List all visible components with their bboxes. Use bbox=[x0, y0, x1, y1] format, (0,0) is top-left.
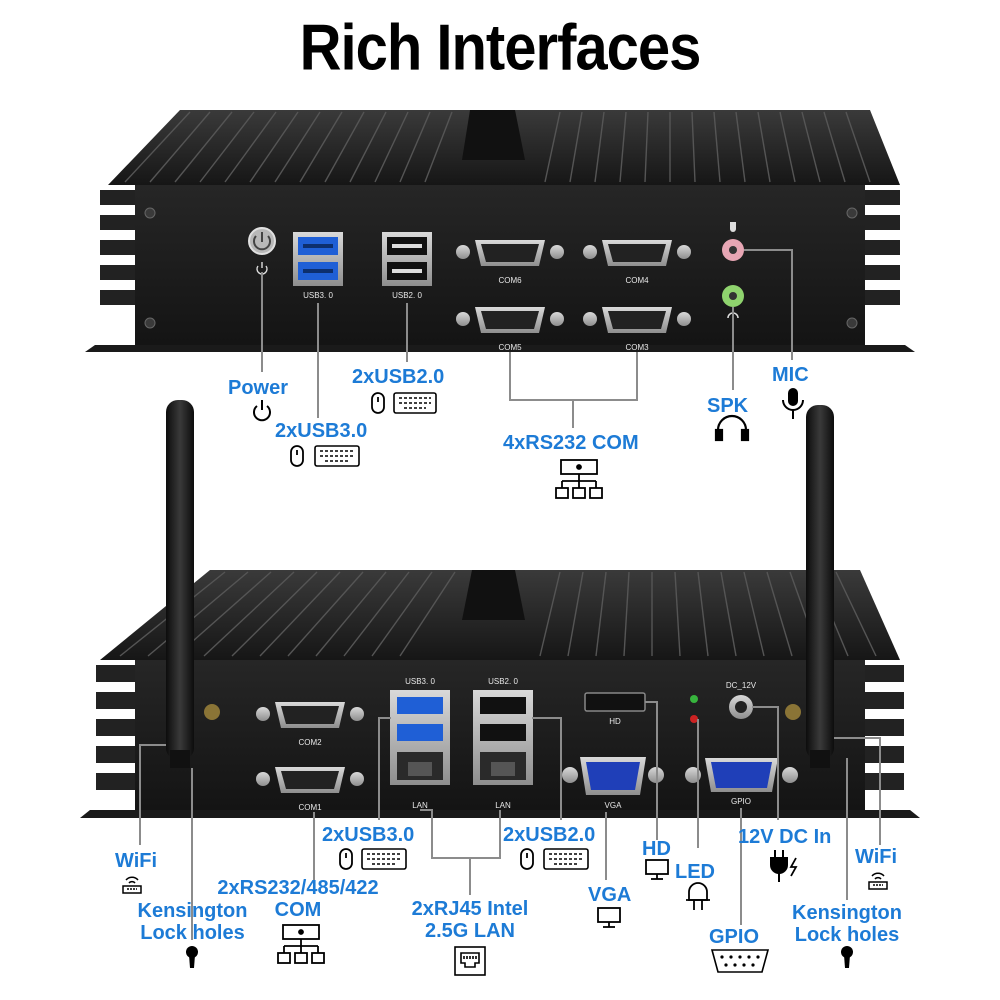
keyboard-icon bbox=[543, 848, 589, 870]
top-device: USB3. 0 USB2. 0 COM6 bbox=[85, 110, 915, 352]
multi-com-label-line1: 2xRS232/485/422 bbox=[217, 877, 379, 899]
com3-port-label: COM3 bbox=[625, 343, 649, 352]
lan-label-line2: 2.5G LAN bbox=[424, 920, 516, 942]
lan1-port-label: LAN bbox=[412, 801, 428, 810]
db9-connector-icon bbox=[710, 949, 770, 973]
vga-label: VGA bbox=[588, 884, 632, 906]
bottom-device: COM2 COM1 USB3. 0 LAN USB2. 0 LAN bbox=[80, 400, 920, 818]
bottom-usb3-port-label: USB3. 0 bbox=[405, 677, 435, 686]
spk-label: SPK bbox=[707, 395, 749, 417]
lan-label-line1: 2xRJ45 Intel bbox=[411, 898, 529, 920]
microphone-icon bbox=[782, 388, 804, 419]
led-icon bbox=[686, 882, 710, 910]
dc-port-label: DC_12V bbox=[726, 681, 757, 690]
power-icon bbox=[253, 400, 271, 422]
com4-port-label: COM4 bbox=[625, 276, 649, 285]
com6-port-label: COM6 bbox=[498, 276, 522, 285]
multi-com-label-line2: COM bbox=[274, 899, 322, 921]
hd-label: HD bbox=[642, 838, 671, 860]
vga-port-label: VGA bbox=[605, 801, 623, 810]
usb3-label: 2xUSB3.0 bbox=[275, 420, 368, 442]
network-tree-icon bbox=[277, 924, 325, 964]
led-label: LED bbox=[675, 861, 715, 883]
keyboard-icon bbox=[314, 445, 360, 467]
monitor-icon bbox=[597, 907, 621, 928]
keyboard-icon bbox=[393, 392, 437, 414]
wifi-left-label: WiFi bbox=[115, 850, 158, 872]
top-usb3-port-label: USB3. 0 bbox=[303, 291, 333, 300]
power-label: Power bbox=[228, 377, 289, 399]
wifi-router-icon bbox=[868, 872, 888, 890]
bottom-usb3-label: 2xUSB3.0 bbox=[322, 824, 415, 846]
hd-port-label: HD bbox=[609, 717, 621, 726]
kensington-right-label-line1: Kensington bbox=[792, 902, 902, 924]
lan2-port-label: LAN bbox=[495, 801, 511, 810]
gpio-label: GPIO bbox=[709, 926, 760, 948]
mouse-icon bbox=[290, 445, 304, 467]
bottom-usb2-label: 2xUSB2.0 bbox=[503, 824, 596, 846]
rs232-com-label: 4xRS232 COM bbox=[503, 432, 639, 454]
bottom-callout-lines bbox=[139, 701, 881, 940]
mic-label: MIC bbox=[772, 364, 809, 386]
keyboard-icon bbox=[361, 848, 407, 870]
usb2-label: 2xUSB2.0 bbox=[352, 366, 445, 388]
top-callout-lines bbox=[261, 249, 793, 428]
keyhole-icon bbox=[841, 946, 853, 968]
top-usb2-port-label: USB2. 0 bbox=[392, 291, 422, 300]
mouse-icon bbox=[339, 848, 353, 870]
wifi-router-icon bbox=[122, 876, 142, 894]
power-plug-icon bbox=[770, 850, 798, 882]
keyhole-icon bbox=[186, 946, 198, 968]
com2-port-label: COM2 bbox=[298, 738, 322, 747]
gpio-port-label: GPIO bbox=[731, 797, 751, 806]
top-com-ports: COM6 COM4 COM5 COM3 bbox=[456, 240, 691, 352]
com5-port-label: COM5 bbox=[498, 343, 522, 352]
dc-in-label: 12V DC In bbox=[738, 826, 832, 848]
network-tree-icon bbox=[555, 459, 603, 499]
kensington-left-label-line2: Lock holes bbox=[140, 922, 245, 944]
kensington-left-label-line1: Kensington bbox=[137, 900, 248, 922]
page-title: Rich Interfaces bbox=[299, 11, 702, 84]
monitor-icon bbox=[645, 859, 669, 880]
wifi-right-label: WiFi bbox=[855, 846, 898, 868]
kensington-right-label-line2: Lock holes bbox=[794, 924, 900, 946]
bottom-usb2-port-label: USB2. 0 bbox=[488, 677, 518, 686]
mouse-icon bbox=[371, 392, 385, 414]
ethernet-port-icon bbox=[454, 946, 486, 976]
com1-port-label: COM1 bbox=[298, 803, 322, 812]
headphones-icon bbox=[714, 414, 750, 442]
mouse-icon bbox=[520, 848, 534, 870]
